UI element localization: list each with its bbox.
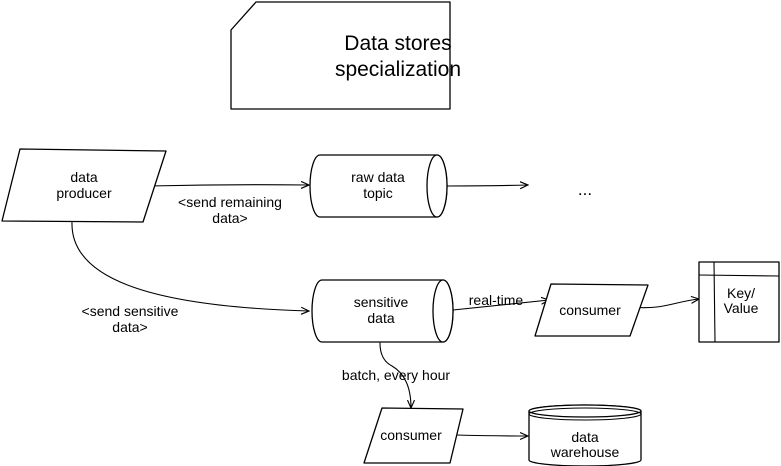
edge-label-remaining-1: <send remaining [178,194,282,210]
sensitive-label-1: sensitive [354,294,409,310]
edge-label-batch: batch, every hour [342,367,451,383]
kv-label-1: Key/ [727,285,755,301]
warehouse-label-1: data [571,429,598,445]
edge-raw-topic-to-ellipsis [446,185,528,186]
consumer-batch-label: consumer [380,427,442,443]
producer-label-1: data [70,169,97,185]
edges [71,185,699,436]
edge-consumer-batch-to-warehouse [455,435,528,436]
edge-label-realtime: real-time [469,292,524,308]
data-warehouse-node: data warehouse [528,404,642,466]
consumer-realtime-node: consumer [534,283,649,337]
consumer-realtime-label: consumer [559,302,621,318]
raw-topic-label-2: topic [363,185,393,201]
sensitive-data-node: sensitive data [311,279,454,343]
edge-label-sensitive-1: <send sensitive [82,303,179,319]
consumer-batch-node: consumer [363,407,464,464]
edge-sensitive-to-consumer-realtime [452,300,549,311]
edge-producer-to-raw-topic [148,185,309,186]
data-producer-node: data producer [1,148,167,223]
title-line-2: specialization [335,58,461,81]
title-line-1: Data stores [344,32,451,55]
sensitive-label-2: data [367,310,394,326]
edge-label-sensitive-2: data> [112,319,147,335]
edge-label-remaining-2: data> [212,210,247,226]
title-box: Data stores specialization [230,1,461,110]
kv-label-2: Value [724,300,759,316]
raw-topic-label-1: raw data [351,169,405,185]
producer-label-2: producer [56,185,112,201]
ellipsis-label: ... [578,180,592,199]
key-value-store-node: Key/ Value [698,261,780,343]
warehouse-label-2: warehouse [550,444,620,460]
edge-producer-to-sensitive [71,221,309,311]
raw-data-topic-node: raw data topic [309,154,448,218]
edge-sensitive-to-consumer-batch [379,342,411,408]
